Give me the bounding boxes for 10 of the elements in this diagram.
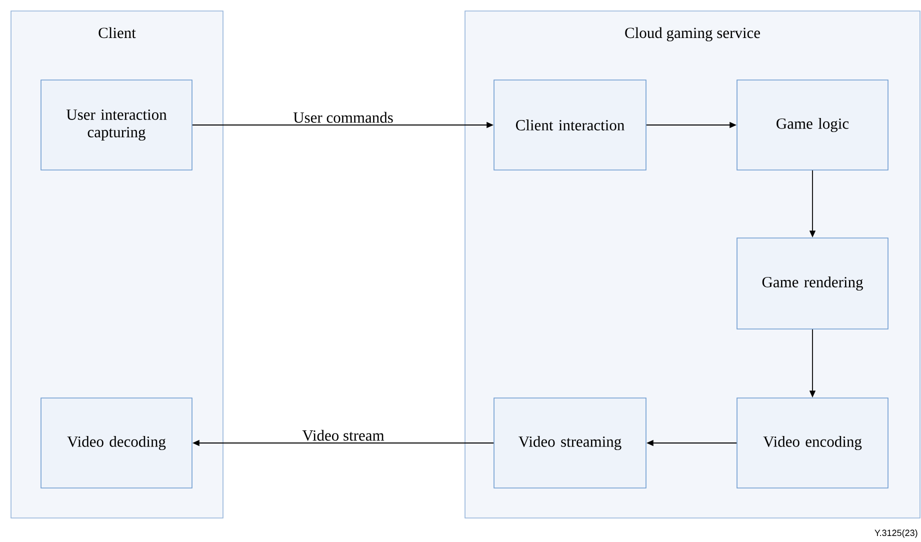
figure-number: Y.3125(23) bbox=[874, 529, 918, 538]
process-box: Video decoding bbox=[40, 398, 192, 488]
process-box: Video encoding bbox=[736, 398, 888, 488]
process-box: Game logic bbox=[736, 80, 888, 170]
edge-label: Video stream bbox=[302, 430, 384, 441]
process-box: Video streaming bbox=[494, 398, 646, 488]
edge-label: User commands bbox=[293, 112, 393, 123]
process-box: Client interaction bbox=[494, 80, 646, 170]
process-box: Game rendering bbox=[736, 238, 888, 330]
process-box: User interaction capturing bbox=[40, 80, 192, 170]
